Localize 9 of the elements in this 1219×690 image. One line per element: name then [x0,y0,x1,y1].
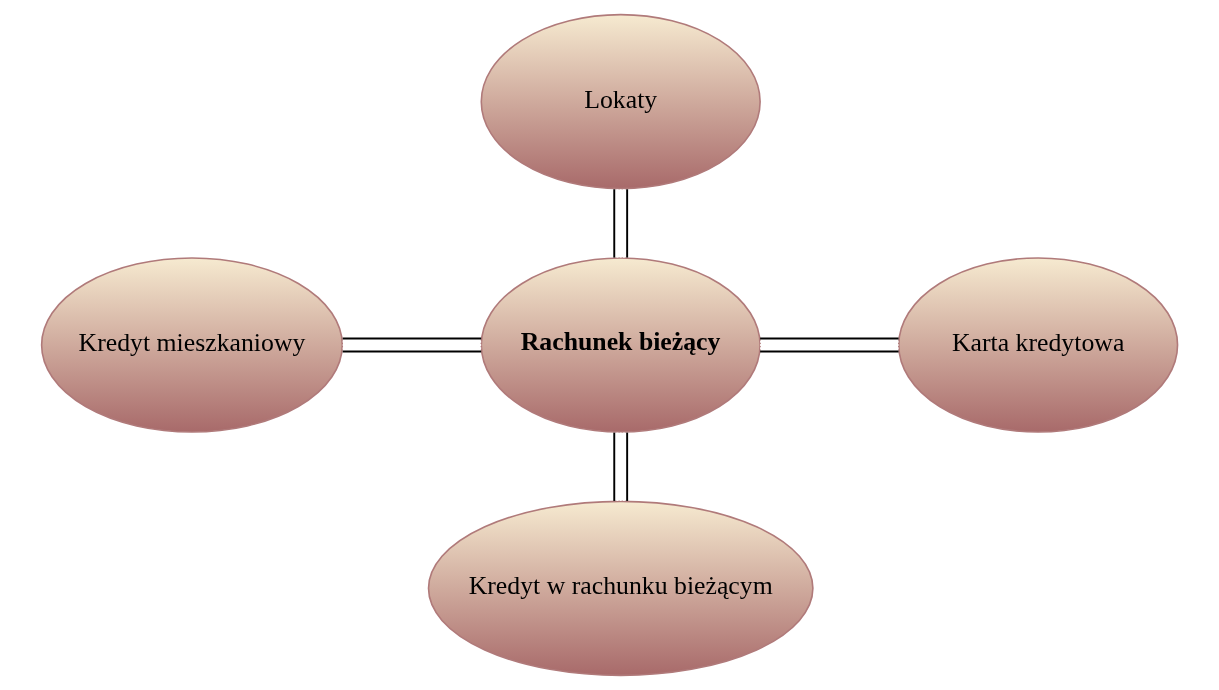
node-ellipse: Kredyt mieszkaniowy [40,257,344,433]
connector [613,188,629,259]
node-ellipse: Karta kredytowa [897,257,1179,433]
node-ellipse: Lokaty [480,13,761,190]
connector [613,431,629,502]
connector [759,337,900,353]
node-ellipse: Rachunek bieżący [480,257,761,433]
connector [341,337,483,353]
node-ellipse: Kredyt w rachunku bieżącym [427,500,814,677]
